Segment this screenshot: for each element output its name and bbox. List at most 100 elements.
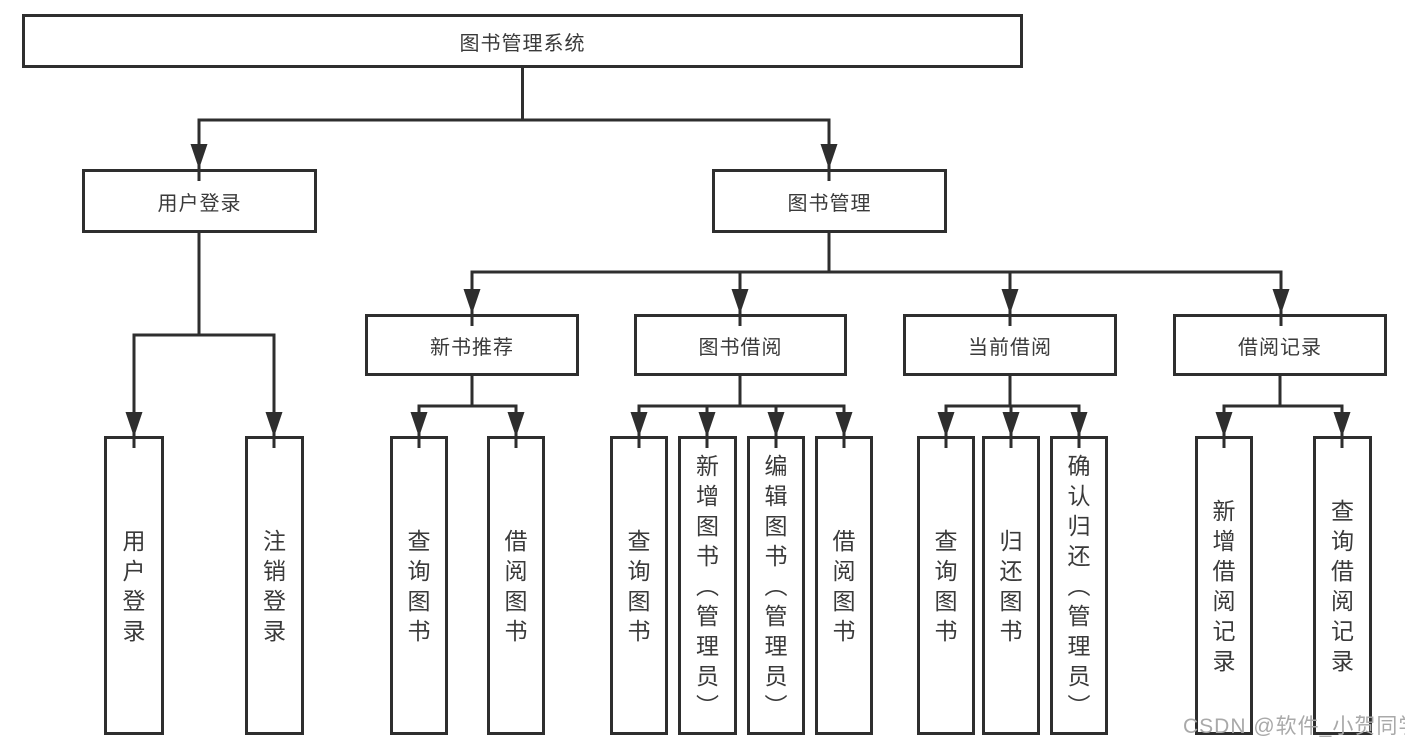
vertical-char: 书 <box>627 617 651 644</box>
vertical-char: 归 <box>1067 512 1091 539</box>
vertical-char: ︵ <box>764 572 788 599</box>
node-user-login: 用户登录 <box>82 169 317 233</box>
vertical-char: 询 <box>1331 527 1354 554</box>
leaf-query-borrow-record: 查询借阅记录 <box>1313 436 1372 735</box>
vertical-char: 阅 <box>1212 587 1236 614</box>
node-new-book-recommend: 新书推荐 <box>365 314 579 376</box>
leaf-query-books-recommend: 查询图书 <box>390 436 448 735</box>
vertical-char: 图 <box>627 587 651 614</box>
leaf-logout: 注销登录 <box>245 436 304 735</box>
vertical-char: 登 <box>122 587 146 614</box>
vertical-char: 借 <box>832 527 856 554</box>
leaf-borrow-books-recommend: 借阅图书 <box>487 436 545 735</box>
vertical-char: 书 <box>832 617 856 644</box>
vertical-char: 借 <box>1331 557 1354 584</box>
vertical-char: 认 <box>1067 482 1091 509</box>
node-current-borrow: 当前借阅 <box>903 314 1117 376</box>
vertical-char: 新 <box>1212 497 1236 524</box>
vertical-char: 户 <box>122 557 146 584</box>
node-book-management: 图书管理 <box>712 169 947 233</box>
vertical-char: 管 <box>696 602 719 629</box>
vertical-char: 借 <box>1212 557 1236 584</box>
arrowhead <box>1001 289 1019 314</box>
vertical-char: 录 <box>122 617 146 644</box>
arrowhead <box>1070 412 1088 437</box>
vertical-char: 还 <box>999 557 1023 584</box>
leaf-add-borrow-record: 新增借阅记录 <box>1195 436 1253 735</box>
vertical-char: 查 <box>934 527 958 554</box>
vertical-char: 录 <box>1331 647 1354 674</box>
arrowhead <box>630 412 648 437</box>
vertical-char: 书 <box>934 617 958 644</box>
vertical-char: 查 <box>1331 497 1354 524</box>
leaf-query-books-current: 查询图书 <box>917 436 975 735</box>
vertical-char: 辑 <box>764 482 788 509</box>
vertical-char: 书 <box>504 617 528 644</box>
leaf-query-books-borrow: 查询图书 <box>610 436 668 735</box>
vertical-char: 用 <box>122 527 146 554</box>
vertical-char: 录 <box>1212 647 1236 674</box>
arrowhead <box>835 412 853 437</box>
vertical-char: 还 <box>1067 542 1091 569</box>
vertical-char: 销 <box>263 557 286 584</box>
node-root: 图书管理系统 <box>22 14 1023 68</box>
vertical-char: 书 <box>407 617 431 644</box>
leaf-edit-book-admin: 编辑图书 ︵ 管理员 ︶ <box>747 436 805 735</box>
leaf-confirm-return-admin: 确认归还︵管理员︶ <box>1050 436 1108 735</box>
vertical-char: 确 <box>1067 452 1091 479</box>
vertical-char: 图 <box>696 512 719 539</box>
vertical-char: ︵ <box>696 572 719 599</box>
arrowhead <box>820 144 838 169</box>
arrowhead <box>190 144 208 169</box>
vertical-char: 书 <box>764 542 788 569</box>
watermark-text: CSDN @软件_小贺同学 <box>1183 715 1405 738</box>
vertical-char: 员 <box>764 662 788 689</box>
vertical-char: 书 <box>999 617 1023 644</box>
vertical-char: ︶ <box>764 692 788 719</box>
vertical-char: 图 <box>764 512 788 539</box>
vertical-char: 编 <box>764 452 788 479</box>
arrowhead <box>463 289 481 314</box>
vertical-char: 询 <box>934 557 958 584</box>
vertical-char: 员 <box>1067 662 1091 689</box>
arrowhead <box>937 412 955 437</box>
vertical-char: 理 <box>764 632 788 659</box>
arrowhead <box>265 412 283 437</box>
arrowhead <box>698 412 716 437</box>
arrowhead <box>410 412 428 437</box>
vertical-char: 注 <box>263 527 286 554</box>
vertical-char: ︵ <box>1067 572 1091 599</box>
vertical-char: 询 <box>407 557 431 584</box>
connector-user-login <box>132 233 276 448</box>
node-book-borrow: 图书借阅 <box>634 314 847 376</box>
vertical-char: 增 <box>696 482 719 509</box>
arrowhead <box>767 412 785 437</box>
leaf-add-book-admin: 新增图书︵管理员︶ <box>678 436 737 735</box>
vertical-char: 查 <box>627 527 651 554</box>
connector-root <box>197 68 831 181</box>
vertical-char: 询 <box>627 557 651 584</box>
vertical-char: 书 <box>696 542 719 569</box>
connector-book-management <box>470 233 1283 326</box>
vertical-char: 图 <box>407 587 431 614</box>
vertical-char: 图 <box>934 587 958 614</box>
vertical-char: 图 <box>999 587 1023 614</box>
vertical-char: 增 <box>1212 527 1236 554</box>
vertical-char: 新 <box>696 452 719 479</box>
connector-lines <box>132 68 1344 448</box>
vertical-char: ︶ <box>696 692 719 719</box>
arrowhead <box>1333 412 1351 437</box>
vertical-char: 管 <box>764 602 788 629</box>
arrowhead <box>1215 412 1233 437</box>
vertical-char: 管 <box>1067 602 1091 629</box>
vertical-char: 阅 <box>1331 587 1354 614</box>
arrowhead <box>1272 289 1290 314</box>
leaf-return-books: 归还图书 <box>982 436 1040 735</box>
node-borrow-records: 借阅记录 <box>1173 314 1387 376</box>
vertical-char: 阅 <box>504 557 528 584</box>
vertical-char: 图 <box>504 587 528 614</box>
vertical-char: 阅 <box>832 557 856 584</box>
vertical-char: 员 <box>696 662 719 689</box>
arrowhead <box>731 289 749 314</box>
leaf-user-login: 用户登录 <box>104 436 164 735</box>
